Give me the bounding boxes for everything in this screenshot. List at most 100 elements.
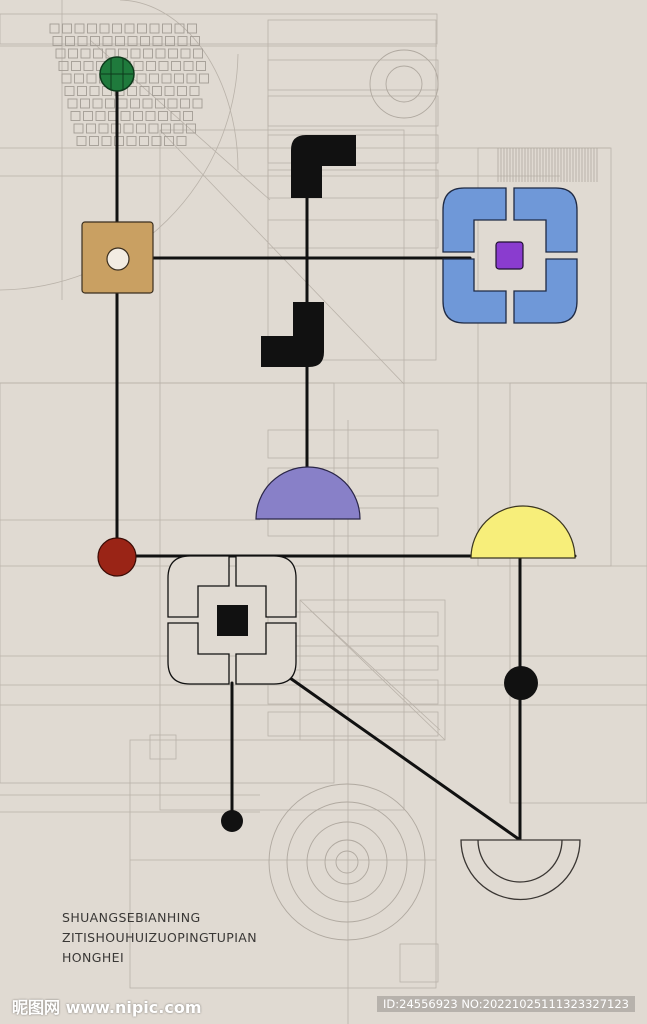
grid-cell [98,123,109,134]
purple-square [495,241,524,270]
grid-cell [120,111,131,121]
grid-cell [152,36,163,46]
grid-cell [130,98,140,109]
grid-cell [190,36,200,46]
grid-cell [183,111,193,121]
grid-cell [74,23,85,34]
grid-cell [152,86,162,96]
grid-cell [117,98,128,109]
caption-text-block: SHUANGSEBIANHING ZITISHOUHUIZUOPINGTUPIA… [62,908,257,968]
grid-cell [87,23,97,34]
striped-block [497,148,598,182]
grid-cell [115,36,125,46]
caption-line-3: HONGHEI [62,950,125,965]
caption-line-2: ZITISHOUHUIZUOPINGTUPIAN [62,930,258,945]
grid-cell [76,136,87,146]
grid-cell [136,123,146,134]
grid-cell [99,23,110,34]
grid-cell [161,73,172,84]
grid-cell [83,111,93,121]
grid-cell [149,73,159,84]
grid-cell [140,36,150,46]
grid-cell [126,136,137,146]
grid-cell [155,48,166,59]
concentric-circles-top [369,49,439,119]
grid-cell [145,111,156,121]
grid-cell [158,111,168,121]
grid-cell [77,86,87,96]
grid-cell [102,36,113,46]
grid-cell [123,123,134,134]
grid-cell [161,123,171,134]
grid-cell [170,111,181,121]
grid-cell [155,98,165,109]
grid-cell [165,36,175,46]
grid-cell [80,48,91,59]
grid-cell [101,136,112,146]
grid-cell [124,23,135,34]
blue-square-ornament [442,187,578,324]
grid-cell [80,98,90,109]
grid-cell [70,111,81,121]
grid-cell [162,23,172,34]
grid-cell [52,36,63,46]
grid-cell [146,61,156,71]
grid-cell [139,136,149,146]
black-dot-bottom [221,810,243,832]
grid-cell [168,48,178,59]
grid-cell [164,136,174,146]
grid-cell [149,23,160,34]
grid-cell [180,98,190,109]
grid-cell [148,123,159,134]
watermark-id: ID:24556923 NO:20221025111323327123 [377,996,635,1012]
grid-cell [64,86,75,96]
grid-cell [164,86,175,96]
grid-cell [77,36,88,46]
grid-cell [74,73,84,84]
black-l-shape-bottom [261,302,324,367]
grid-cell [199,73,209,84]
grid-cell [187,23,197,34]
grid-cell [186,123,196,134]
grid-cell [90,36,100,46]
grid-cell [133,61,144,71]
grid-cell [105,98,115,109]
grid-cell [55,48,66,59]
grid-cell [62,23,72,34]
grid-cell [83,61,94,71]
watermark-bar: 昵图网 www.nipic.com ID:24556923 NO:2022102… [0,990,647,1024]
watermark-site: 昵图网 www.nipic.com [12,998,202,1017]
grid-cell [67,98,78,109]
grid-cell [142,98,153,109]
grid-cell [173,123,184,134]
grid-cell [196,61,206,71]
grid-cell [192,98,203,109]
grid-cell [49,23,60,34]
grid-cell [174,73,184,84]
grid-cell [71,61,81,71]
grid-cell [137,23,147,34]
grid-cell [177,36,188,46]
grid-cell [183,61,194,71]
grid-cell [189,86,200,96]
grid-cell [151,136,162,146]
yellow-half-circle [470,505,576,559]
grid-cell [93,48,103,59]
black-center-square [217,605,248,636]
outline-half-ring [460,839,581,901]
grid-cell [92,98,103,109]
grid-cell [86,73,97,84]
grid-cell [61,73,72,84]
grid-cell [176,136,187,146]
grid-cell [180,48,191,59]
grid-cell [171,61,181,71]
grid-cell [127,36,138,46]
grid-cell [174,23,185,34]
grid-cell [89,136,99,146]
grid-cell [177,86,187,96]
lavender-half-circle [255,466,361,520]
grid-cell [186,73,197,84]
caption-line-1: SHUANGSEBIANHING [62,910,201,925]
grid-cell [68,48,78,59]
